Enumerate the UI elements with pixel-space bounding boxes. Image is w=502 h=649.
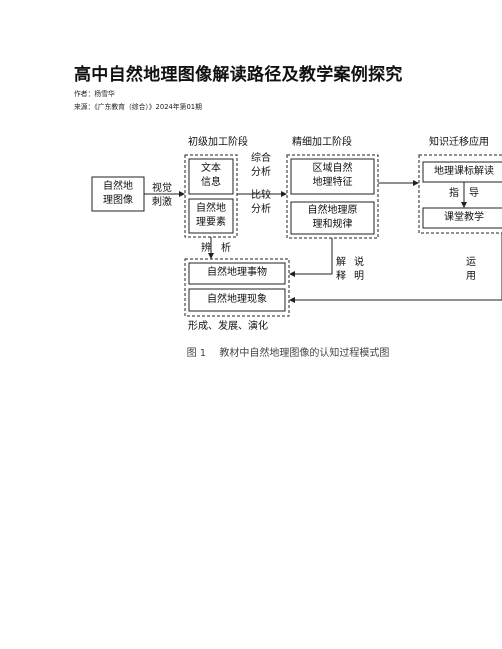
box-teaching xyxy=(422,207,502,229)
box-image xyxy=(91,176,145,212)
box-principle-label: 自然地理原 理和规律 xyxy=(307,205,358,230)
label-visual: 视觉 刺激 xyxy=(152,183,172,208)
arrow-fine-to-things xyxy=(289,238,333,277)
box-elements-label: 自然地 理要素 xyxy=(196,203,226,228)
source-line: 来源：《广东教育（综合）》2024年第01期 xyxy=(74,103,202,111)
stage-phenomena-frame xyxy=(184,258,290,317)
box-things-label: 自然地理事物 xyxy=(207,267,267,278)
label-compare: 比较 分析 xyxy=(251,190,271,215)
figure-caption: 图 1 教材中自然地理图像的认知过程模式图 xyxy=(186,348,390,359)
article-title: 高中自然地理图像解读路径及教学案例探究 xyxy=(74,65,403,85)
box-teaching-label: 课堂教学 xyxy=(444,212,484,223)
box-principle xyxy=(290,201,375,235)
stage-transfer-title: 知识迁移应用 xyxy=(429,137,489,148)
stage-primary-title: 初级加工阶段 xyxy=(188,137,248,148)
stage-fine-title: 精细加工阶段 xyxy=(292,137,352,148)
label-explain: 解 释 xyxy=(336,257,346,282)
box-elements xyxy=(188,198,234,234)
box-phenomena-label: 自然地理现象 xyxy=(207,294,267,305)
box-region-label: 区域自然 地理特征 xyxy=(312,163,353,188)
box-reading-label: 地理课标解读 xyxy=(434,166,494,177)
box-image-label: 自然地 理图像 xyxy=(103,181,133,206)
box-text-label: 文本 信息 xyxy=(201,163,221,188)
arrow-transfer-to-phenomena xyxy=(289,233,502,303)
label-form: 形成、发展、演化 xyxy=(188,321,268,332)
box-text-info xyxy=(188,158,234,195)
label-synthesis: 综合 分析 xyxy=(251,153,271,178)
box-things xyxy=(188,262,286,285)
figure-diagram-lines xyxy=(91,154,502,317)
cognitive-process-figure: 初级加工阶段 精细加工阶段 知识迁移应用 自然地 理图像 文本 信息 自然地 理… xyxy=(74,126,502,366)
stage-fine-frame xyxy=(286,154,379,239)
box-phenomena xyxy=(188,288,286,312)
label-guide: 指 导 xyxy=(449,188,479,199)
label-illustrate: 说 明 xyxy=(354,257,364,282)
label-apply: 运 用 xyxy=(466,257,476,282)
box-region xyxy=(290,158,375,195)
author-line: 作者：杨雪华 xyxy=(74,90,115,98)
stage-transfer-frame xyxy=(418,154,502,234)
label-discern: 辨 析 xyxy=(201,243,231,254)
